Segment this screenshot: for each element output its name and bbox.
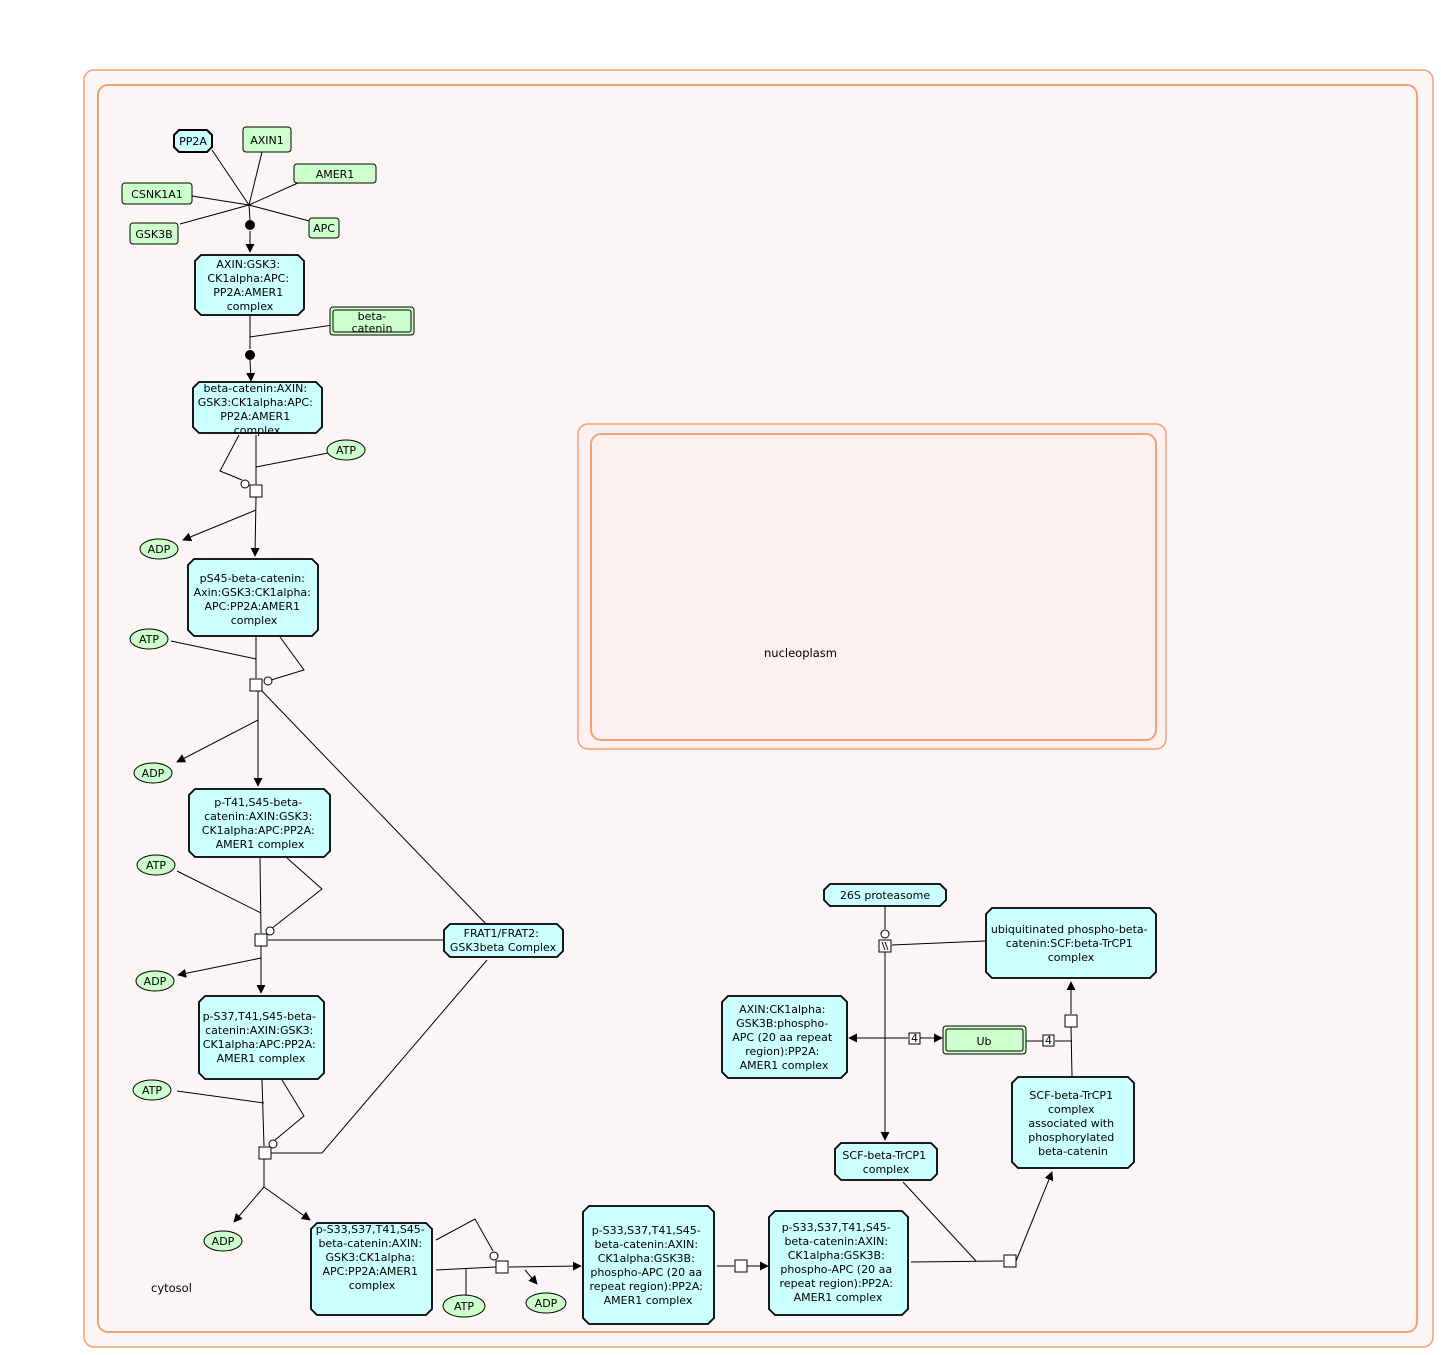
svg-text:p-S37,T41,S45-beta- cate: p-S37,T41,S45-beta- catenin:AXIN:GSK3: C… xyxy=(203,1010,320,1065)
protein-gsk3b[interactable]: GSK3B xyxy=(129,222,179,245)
svg-text:catenin: catenin xyxy=(352,322,393,335)
cytosol-label: cytosol xyxy=(151,1281,192,1295)
complex-ps37[interactable]: p-S37,T41,S45-beta- catenin:AXIN:GSK3: C… xyxy=(198,995,325,1080)
reaction-glyphs: 4 4 xyxy=(240,220,1078,1274)
complex-ubiquitinated-scf[interactable]: ubiquitinated phospho-beta- catenin:SCF:… xyxy=(985,907,1157,979)
svg-text:AMER1: AMER1 xyxy=(316,168,355,181)
svg-text:CSNK1A1: CSNK1A1 xyxy=(131,188,183,201)
complex-pt41[interactable]: p-T41,S45-beta- catenin:AXIN:GSK3: CK1al… xyxy=(188,788,331,858)
svg-text:ADP: ADP xyxy=(142,767,165,780)
atp-2[interactable]: ATP xyxy=(129,628,169,650)
svg-text:ADP: ADP xyxy=(144,975,167,988)
protein-csnk1a1[interactable]: CSNK1A1 xyxy=(121,182,193,205)
svg-text:pS45-beta-catenin: Axin:: pS45-beta-catenin: Axin:GSK3:CK1alpha: A… xyxy=(194,572,315,627)
svg-text:p-T41,S45-beta- catenin:: p-T41,S45-beta- catenin:AXIN:GSK3: CK1al… xyxy=(202,796,318,851)
svg-text:AXIN:GSK3: CK1alpha:APC:: AXIN:GSK3: CK1alpha:APC: PP2A:AMER1 comp… xyxy=(207,258,292,313)
process-node xyxy=(249,484,263,498)
protein-beta-catenin[interactable]: beta- catenin xyxy=(329,306,415,336)
svg-text:beta-: beta- xyxy=(358,310,387,323)
complex-ps33-phospho-apc-1[interactable]: p-S33,S37,T41,S45- beta-catenin:AXIN: CK… xyxy=(582,1205,715,1325)
atp-4[interactable]: ATP xyxy=(132,1079,172,1101)
process-node xyxy=(1064,1014,1078,1028)
svg-text:ATP: ATP xyxy=(336,444,356,457)
protein-amer1[interactable]: AMER1 xyxy=(293,163,377,184)
process-node xyxy=(734,1259,748,1273)
svg-text:AXIN:CK1alpha: GSK3B:pho: AXIN:CK1alpha: GSK3B:phospho- APC (20 aa… xyxy=(732,1003,835,1072)
nucleoplasm-label: nucleoplasm xyxy=(764,646,837,660)
process-node xyxy=(495,1260,509,1274)
complex-ps33[interactable]: p-S33,S37,T41,S45- beta-catenin:AXIN: GS… xyxy=(310,1222,433,1316)
svg-text:FRAT1/FRAT2: GSK3beta Co: FRAT1/FRAT2: GSK3beta Complex xyxy=(450,927,557,954)
atp-3[interactable]: ATP xyxy=(136,854,176,876)
svg-text:ATP: ATP xyxy=(139,633,159,646)
svg-text:4: 4 xyxy=(1045,1034,1052,1047)
binding-node xyxy=(245,220,255,230)
protein-pp2a[interactable]: PP2A xyxy=(173,129,213,153)
svg-text:26S proteasome: 26S proteasome xyxy=(840,889,930,902)
process-node xyxy=(1003,1254,1017,1268)
catalysis-node xyxy=(240,479,250,489)
svg-text:p-S33,S37,T41,S45- beta-: p-S33,S37,T41,S45- beta-catenin:AXIN: GS… xyxy=(316,1223,429,1292)
complex-ps33-phospho-apc-2[interactable]: p-S33,S37,T41,S45- beta-catenin:AXIN: CK… xyxy=(768,1210,909,1316)
catalysis-node xyxy=(489,1251,499,1261)
svg-text:p-S33,S37,T41,S45- beta-: p-S33,S37,T41,S45- beta-catenin:AXIN: CK… xyxy=(780,1221,897,1304)
protein-ub[interactable]: Ub xyxy=(942,1025,1027,1055)
svg-text:SCF-beta-TrCP1 complex: SCF-beta-TrCP1 complex xyxy=(842,1149,929,1176)
svg-text:Ub: Ub xyxy=(976,1035,991,1048)
protein-axin1[interactable]: AXIN1 xyxy=(242,126,292,153)
atp-5[interactable]: ATP xyxy=(442,1294,486,1318)
svg-text:p-S33,S37,T41,S45- beta-: p-S33,S37,T41,S45- beta-catenin:AXIN: CK… xyxy=(590,1224,707,1307)
complex-26s-proteasome[interactable]: 26S proteasome xyxy=(823,883,947,907)
process-node xyxy=(258,1146,272,1160)
svg-text:ubiquitinated phospho-beta-: ubiquitinated phospho-beta- catenin:SCF:… xyxy=(991,923,1151,964)
complex-ps45[interactable]: pS45-beta-catenin: Axin:GSK3:CK1alpha: A… xyxy=(187,558,319,637)
complex-beta-catenin-destruction[interactable]: beta-catenin:AXIN: GSK3:CK1alpha:APC: PP… xyxy=(192,381,323,437)
catalysis-node xyxy=(263,676,273,686)
svg-text:APC: APC xyxy=(313,222,335,235)
nucleoplasm-compartment: nucleoplasm xyxy=(577,423,1167,750)
degradation-node xyxy=(878,939,892,953)
svg-text:beta-catenin:AXIN: GSK3:: beta-catenin:AXIN: GSK3:CK1alpha:APC: PP… xyxy=(198,382,317,437)
process-node xyxy=(254,933,268,947)
reaction-edges xyxy=(170,149,1076,1296)
svg-text:ADP: ADP xyxy=(535,1297,558,1310)
svg-text:GSK3B: GSK3B xyxy=(135,228,172,241)
svg-text:ATP: ATP xyxy=(142,1084,162,1097)
svg-text:ADP: ADP xyxy=(212,1235,235,1248)
complex-scf-btrcp1[interactable]: SCF-beta-TrCP1 complex xyxy=(834,1142,938,1181)
svg-text:AXIN1: AXIN1 xyxy=(250,134,284,147)
complex-axin-phospho-apc[interactable]: AXIN:CK1alpha: GSK3B:phospho- APC (20 aa… xyxy=(721,995,848,1079)
binding-node xyxy=(245,350,255,360)
complex-scf-associated[interactable]: SCF-beta-TrCP1 complex associated with p… xyxy=(1011,1076,1135,1169)
protein-apc[interactable]: APC xyxy=(308,217,340,239)
atp-1[interactable]: ATP xyxy=(326,439,366,461)
catalysis-node xyxy=(265,926,275,936)
adp-2[interactable]: ADP xyxy=(133,762,173,784)
complex-destruction[interactable]: AXIN:GSK3: CK1alpha:APC: PP2A:AMER1 comp… xyxy=(194,254,305,316)
complex-frat-gsk3beta[interactable]: FRAT1/FRAT2: GSK3beta Complex xyxy=(443,923,564,958)
stoichiometry-badge: 4 xyxy=(908,1032,921,1045)
catalysis-node xyxy=(268,1139,278,1149)
svg-text:PP2A: PP2A xyxy=(179,135,207,148)
process-node xyxy=(249,678,263,692)
svg-text:4: 4 xyxy=(911,1032,918,1045)
adp-5[interactable]: ADP xyxy=(525,1292,567,1314)
adp-4[interactable]: ADP xyxy=(203,1230,243,1252)
svg-text:ATP: ATP xyxy=(146,859,166,872)
stoichiometry-badge: 4 xyxy=(1042,1034,1055,1047)
adp-1[interactable]: ADP xyxy=(139,538,179,560)
svg-text:ATP: ATP xyxy=(454,1300,474,1313)
svg-text:SCF-beta-TrCP1 complex: SCF-beta-TrCP1 complex associated with p… xyxy=(1028,1089,1118,1158)
catalysis-node xyxy=(880,929,890,939)
adp-3[interactable]: ADP xyxy=(135,970,175,992)
svg-text:ADP: ADP xyxy=(148,543,171,556)
